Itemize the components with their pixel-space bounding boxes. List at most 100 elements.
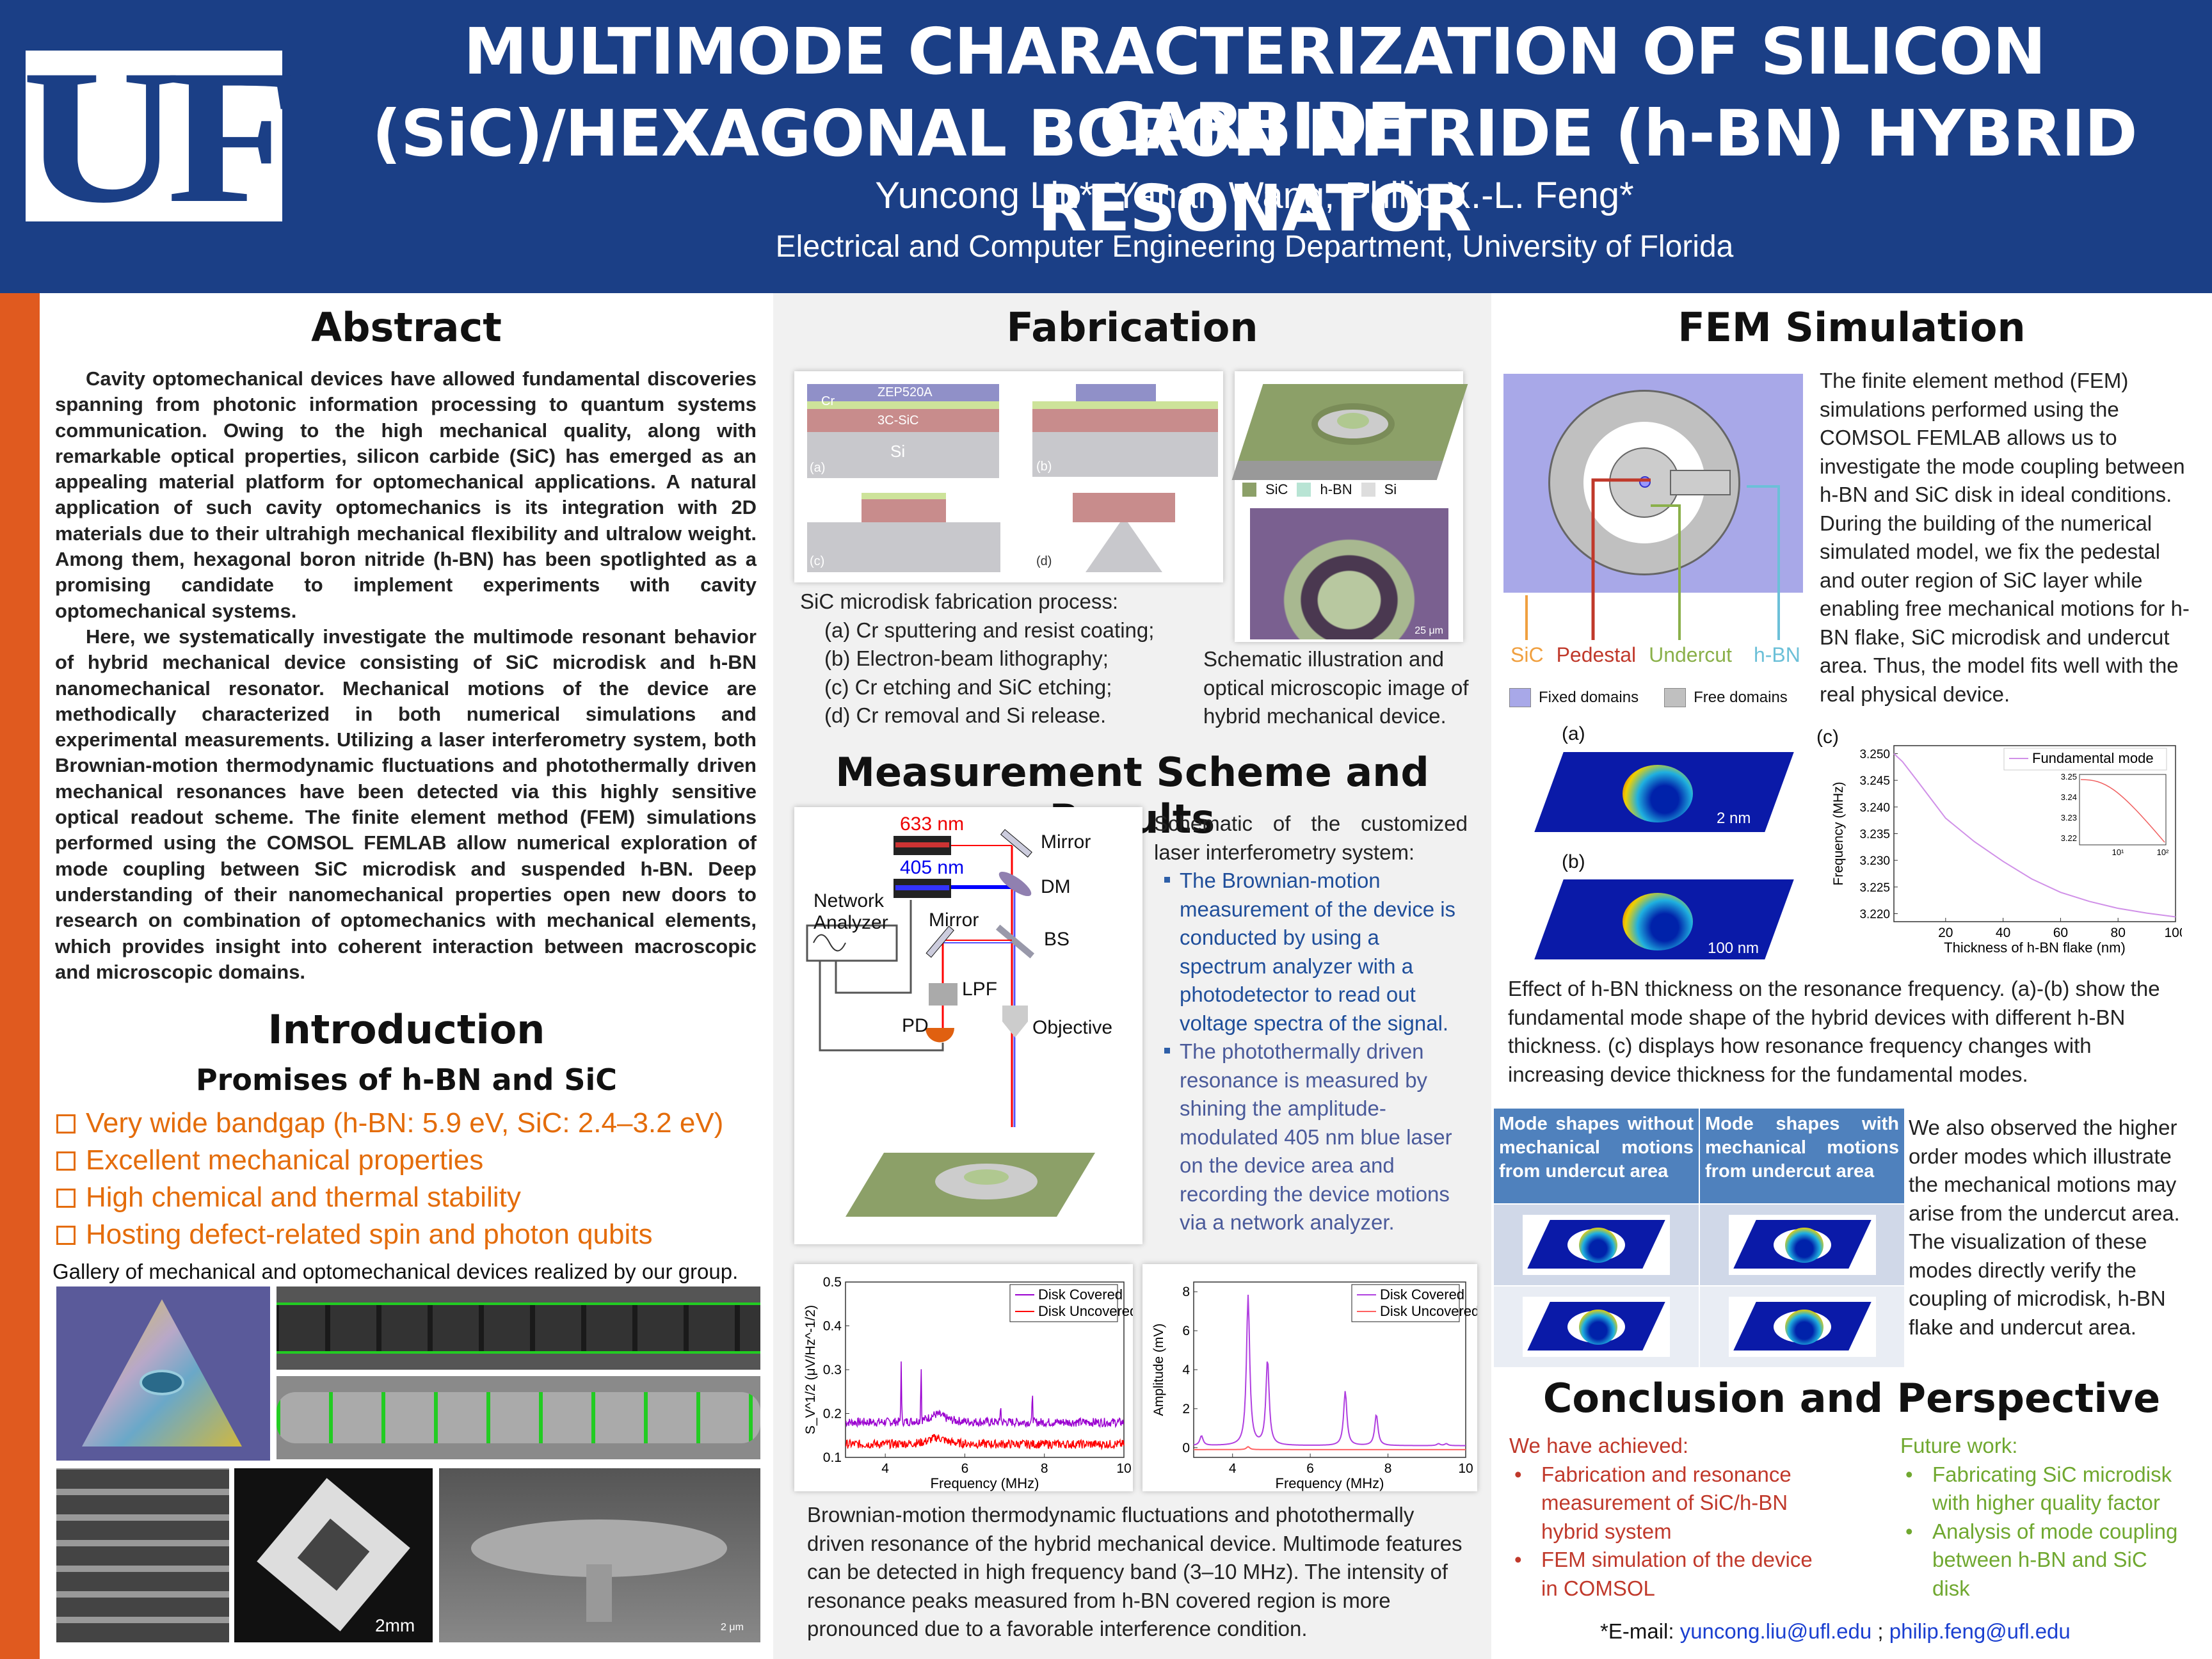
- series-line-disk-uncovered: [845, 1434, 1125, 1451]
- legend-label: Disk Covered: [1380, 1286, 1464, 1302]
- gallery-image-membrane: 2mm: [234, 1468, 433, 1642]
- gallery-image-microdisk: 2 μm: [439, 1468, 760, 1642]
- thickness-label: 2 nm: [1717, 810, 1751, 827]
- x-tick-label: 6: [961, 1461, 969, 1476]
- x-tick-label: 4: [1229, 1461, 1237, 1476]
- fem-domain-legend: Fixed domains Free domains: [1509, 688, 1788, 707]
- fabrication-caption: Schematic illustration and optical micro…: [1203, 647, 1469, 728]
- series-line-fundamental-mode: [1893, 753, 2176, 918]
- y-tick-label: 0.1: [823, 1450, 842, 1465]
- measurement-point: The Brownian-motion measurement of the d…: [1154, 867, 1468, 1038]
- gallery-image-photonic-crystal: [56, 1468, 229, 1642]
- mirror-label: Mirror: [1041, 831, 1091, 853]
- affiliation: Electrical and Computer Engineering Depa…: [775, 230, 1734, 264]
- legend-box: [1351, 1284, 1460, 1322]
- abstract-paragraph-2: Here, we systematically investigate the …: [55, 625, 757, 983]
- uf-logo: UF: [21, 29, 301, 243]
- y-tick-label: 2: [1182, 1402, 1190, 1416]
- panel-label: (a): [1562, 723, 1585, 744]
- email-link-feng[interactable]: philip.feng@ufl.edu: [1889, 1619, 2071, 1643]
- x-axis-label: Frequency (MHz): [1276, 1475, 1384, 1491]
- gallery-image-ring-array-2: [276, 1376, 760, 1459]
- y-tick-label: 3.250: [1859, 748, 1890, 762]
- process-step: (c) Cr etching and SiC etching;: [824, 675, 1112, 699]
- thickness-label: 100 nm: [1708, 940, 1759, 957]
- email-link-liu[interactable]: yuncong.liu@ufl.edu: [1679, 1619, 1872, 1643]
- label-pedestal: Pedestal: [1556, 643, 1637, 666]
- table-header: Mode shapes with mechanical motions from…: [1699, 1107, 1905, 1205]
- panel-label: (b): [1036, 460, 1052, 474]
- red-laser-label: 633 nm: [900, 813, 965, 835]
- x-axis-label: Thickness of h-BN flake (nm): [1944, 940, 2126, 956]
- future-item: Analysis of mode coupling between h-BN a…: [1900, 1518, 2182, 1603]
- poster-header: UF MULTIMODE CHARACTERIZATION OF SILICON…: [0, 0, 2212, 293]
- promise-item: Hosting defect-related spin and photon q…: [56, 1216, 773, 1253]
- future-item: Fabricating SiC microdisk with higher qu…: [1900, 1461, 2182, 1518]
- mode-shape-image: [1493, 1203, 1700, 1286]
- abstract-heading: Abstract: [311, 304, 502, 351]
- legend-label: Disk Uncovered: [1380, 1303, 1477, 1319]
- inset-y-tick-label: 3.23: [2061, 813, 2077, 822]
- y-tick-label: 0.4: [823, 1319, 842, 1334]
- table-header: Mode shapes without mechanical motions f…: [1493, 1107, 1700, 1205]
- contact-emails: *E-mail: yuncong.liu@ufl.edu ; philip.fe…: [1600, 1619, 2071, 1643]
- fem-heading: FEM Simulation: [1678, 304, 2026, 351]
- y-tick-label: 0.5: [823, 1275, 842, 1290]
- layer-label: Cr: [821, 394, 835, 408]
- process-step: (b) Electron-beam lithography;: [824, 646, 1109, 670]
- y-tick-label: 3.225: [1859, 881, 1890, 895]
- inset-x-tick-label: 10²: [2157, 847, 2169, 857]
- fem-label-arrows: [1525, 478, 1780, 640]
- y-tick-label: 3.220: [1859, 908, 1890, 922]
- x-tick-label: 8: [1384, 1461, 1392, 1476]
- x-tick-label: 10: [1116, 1461, 1131, 1476]
- device-illustration-figure: SiC h-BN Si 25 μm: [1231, 371, 1468, 642]
- panel-label: (d): [1036, 554, 1052, 568]
- scale-label: 2mm: [375, 1615, 415, 1635]
- y-tick-label: 6: [1182, 1324, 1190, 1338]
- label-hbn: h-BN: [1753, 643, 1800, 666]
- inset-y-tick-label: 3.24: [2061, 792, 2077, 802]
- scale-label: 2 μm: [721, 1622, 744, 1633]
- x-tick-label: 20: [1938, 926, 1953, 940]
- inset-y-tick-label: 3.25: [2061, 772, 2077, 781]
- measurement-point: The photothermally driven resonance is m…: [1154, 1038, 1468, 1237]
- title-line-1: MULTIMODE CHARACTERIZATION OF SILICON CA…: [463, 14, 2046, 164]
- x-tick-label: 40: [1996, 926, 2010, 940]
- achieved-title: We have achieved:: [1509, 1434, 1689, 1457]
- y-axis-label: Amplitude (mV): [1151, 1324, 1166, 1416]
- x-tick-label: 80: [2111, 926, 2126, 940]
- series-line-disk-covered: [1193, 1294, 1466, 1447]
- y-tick-label: 3.240: [1859, 801, 1890, 815]
- gallery-image-device-1: [56, 1286, 270, 1461]
- process-step: (a) Cr sputtering and resist coating;: [824, 618, 1155, 642]
- y-tick-label: 3.245: [1859, 774, 1890, 788]
- measurement-description: Schematic of the customized laser interf…: [1154, 810, 1468, 1237]
- layer-label: 3C-SiC: [878, 413, 919, 428]
- x-tick-label: 100: [2164, 926, 2182, 940]
- layer-label: ZEP520A: [878, 385, 933, 399]
- x-axis-label: Frequency (MHz): [931, 1475, 1039, 1491]
- label-sic: SiC: [1511, 643, 1544, 666]
- optical-micrograph: 25 μm: [1250, 508, 1448, 639]
- x-tick-label: 6: [1306, 1461, 1314, 1476]
- series-line-disk-uncovered: [1193, 1446, 1466, 1450]
- bs-label: BS: [1044, 929, 1070, 950]
- scale-label: 25 μm: [1415, 625, 1443, 636]
- y-tick-label: 0.3: [823, 1363, 842, 1377]
- x-tick-label: 8: [1041, 1461, 1048, 1476]
- dm-label: DM: [1041, 876, 1071, 897]
- mode-shape-image: [1699, 1203, 1905, 1286]
- label-undercut: Undercut: [1649, 643, 1732, 666]
- checkbox-icon: [56, 1114, 76, 1134]
- objective-label: Objective: [1032, 1017, 1113, 1038]
- layer-label: Si: [890, 442, 906, 461]
- fem-caption: Effect of h-BN thickness on the resonanc…: [1508, 977, 2160, 1086]
- checkbox-icon: [56, 1151, 76, 1171]
- x-tick-label: 60: [2053, 926, 2068, 940]
- achieved-item: FEM simulation of the device in COMSOL: [1509, 1546, 1816, 1603]
- promise-item: High chemical and thermal stability: [56, 1179, 773, 1216]
- inset-line: [2080, 779, 2165, 843]
